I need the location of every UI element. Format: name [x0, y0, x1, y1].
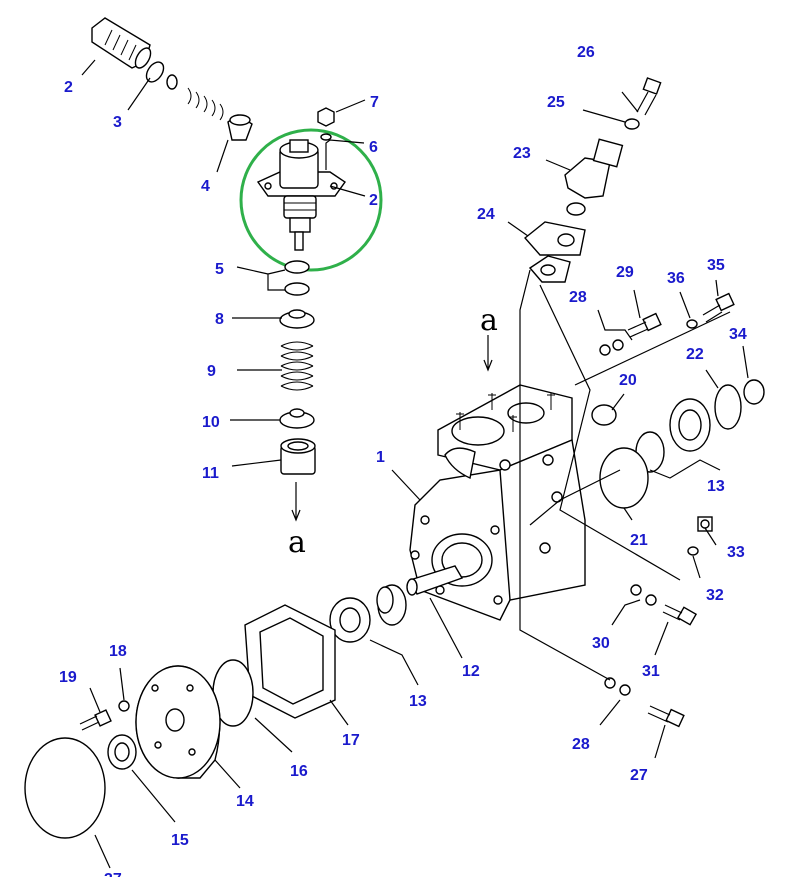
part-tappet — [280, 438, 316, 475]
part-bolt-35 — [702, 292, 735, 323]
part-seal-15 — [107, 734, 137, 770]
part-spring — [280, 341, 314, 391]
view-mark-a-bottom: a — [288, 525, 306, 560]
label-20: 20 — [619, 372, 637, 389]
label-37: 37 — [104, 871, 122, 877]
label-15: 15 — [171, 832, 189, 849]
arrow-view-a-bottom — [291, 482, 301, 522]
part-drive-shaft — [406, 565, 464, 596]
part-spring-seat-lower — [279, 408, 315, 429]
part-washers-28-lower — [604, 677, 631, 696]
part-washers-28-upper — [599, 339, 624, 356]
label-9: 9 — [207, 363, 216, 380]
part-sensor-23 — [564, 138, 624, 199]
label-22: 22 — [686, 346, 704, 363]
part-bolt-27 — [647, 705, 685, 728]
part-nut — [317, 107, 335, 127]
part-washer-small — [320, 133, 332, 141]
label-30: 30 — [592, 635, 610, 652]
label-27: 27 — [630, 767, 648, 784]
part-plug-20 — [591, 404, 617, 426]
part-gasket-24 — [523, 221, 586, 283]
label-18: 18 — [109, 643, 127, 660]
arrow-view-a-top — [483, 335, 493, 372]
part-gasket-lower — [284, 282, 310, 296]
label-26: 26 — [577, 44, 595, 61]
label-8: 8 — [215, 311, 224, 328]
part-cap-34 — [743, 379, 765, 405]
label-31: 31 — [642, 663, 660, 680]
reference-lines — [81, 59, 749, 869]
part-gasket-21 — [599, 447, 649, 509]
label-13-lower: 13 — [409, 693, 427, 710]
part-number-labels: 2 3 4 7 6 2 5 8 9 10 11 26 25 23 24 29 3… — [59, 44, 747, 877]
part-bolt-29 — [627, 312, 662, 338]
label-17: 17 — [342, 732, 360, 749]
part-sleeve — [227, 114, 253, 141]
label-34: 34 — [729, 326, 747, 343]
part-cover-14 — [135, 665, 221, 779]
bracket-5 — [267, 269, 286, 291]
label-14: 14 — [236, 793, 254, 810]
part-washer-18 — [118, 700, 130, 712]
label-28-lower: 28 — [572, 736, 590, 753]
label-3: 3 — [113, 114, 122, 131]
label-28-upper: 28 — [569, 289, 587, 306]
label-23: 23 — [513, 145, 531, 162]
part-gasket-upper — [284, 260, 310, 274]
label-19: 19 — [59, 669, 77, 686]
part-bolt-31 — [662, 604, 698, 626]
label-33: 33 — [727, 544, 745, 561]
label-32: 32 — [706, 587, 724, 604]
part-gear-12 — [376, 584, 407, 626]
part-o-ring-37 — [24, 737, 106, 839]
part-washer-36 — [686, 319, 698, 329]
label-16: 16 — [290, 763, 308, 780]
part-washer-25 — [624, 118, 640, 130]
label-7: 7 — [370, 94, 379, 111]
label-11: 11 — [202, 465, 219, 482]
part-spring-seat-upper — [279, 309, 315, 329]
part-o-ring-small — [145, 61, 165, 83]
label-2-fitting: 2 — [64, 79, 73, 96]
label-10: 10 — [202, 414, 220, 431]
part-fitting — [91, 17, 152, 69]
label-5: 5 — [215, 261, 224, 278]
part-washers-30 — [630, 584, 657, 606]
part-small-spring — [166, 74, 224, 121]
part-bolt-26 — [636, 77, 662, 116]
part-o-ring-23 — [566, 202, 586, 216]
label-36: 36 — [667, 270, 685, 287]
label-12: 12 — [462, 663, 480, 680]
part-valve-assembly — [256, 139, 346, 251]
label-2-valve: 2 — [369, 192, 378, 209]
part-bearing-13-lower — [329, 597, 371, 643]
label-25: 25 — [547, 94, 565, 111]
part-gasket-17 — [244, 604, 336, 719]
label-1: 1 — [376, 449, 385, 466]
part-bolt-19 — [79, 709, 112, 731]
label-24: 24 — [477, 206, 495, 223]
view-mark-a-top: a — [480, 303, 498, 338]
label-4: 4 — [201, 178, 210, 195]
part-gasket-22 — [714, 384, 742, 430]
highlight-circle — [239, 128, 383, 272]
label-21: 21 — [630, 532, 648, 549]
label-13-upper: 13 — [707, 478, 725, 495]
label-35: 35 — [707, 257, 725, 274]
label-29: 29 — [616, 264, 634, 281]
part-washer-32 — [687, 546, 699, 556]
label-6: 6 — [369, 139, 378, 156]
